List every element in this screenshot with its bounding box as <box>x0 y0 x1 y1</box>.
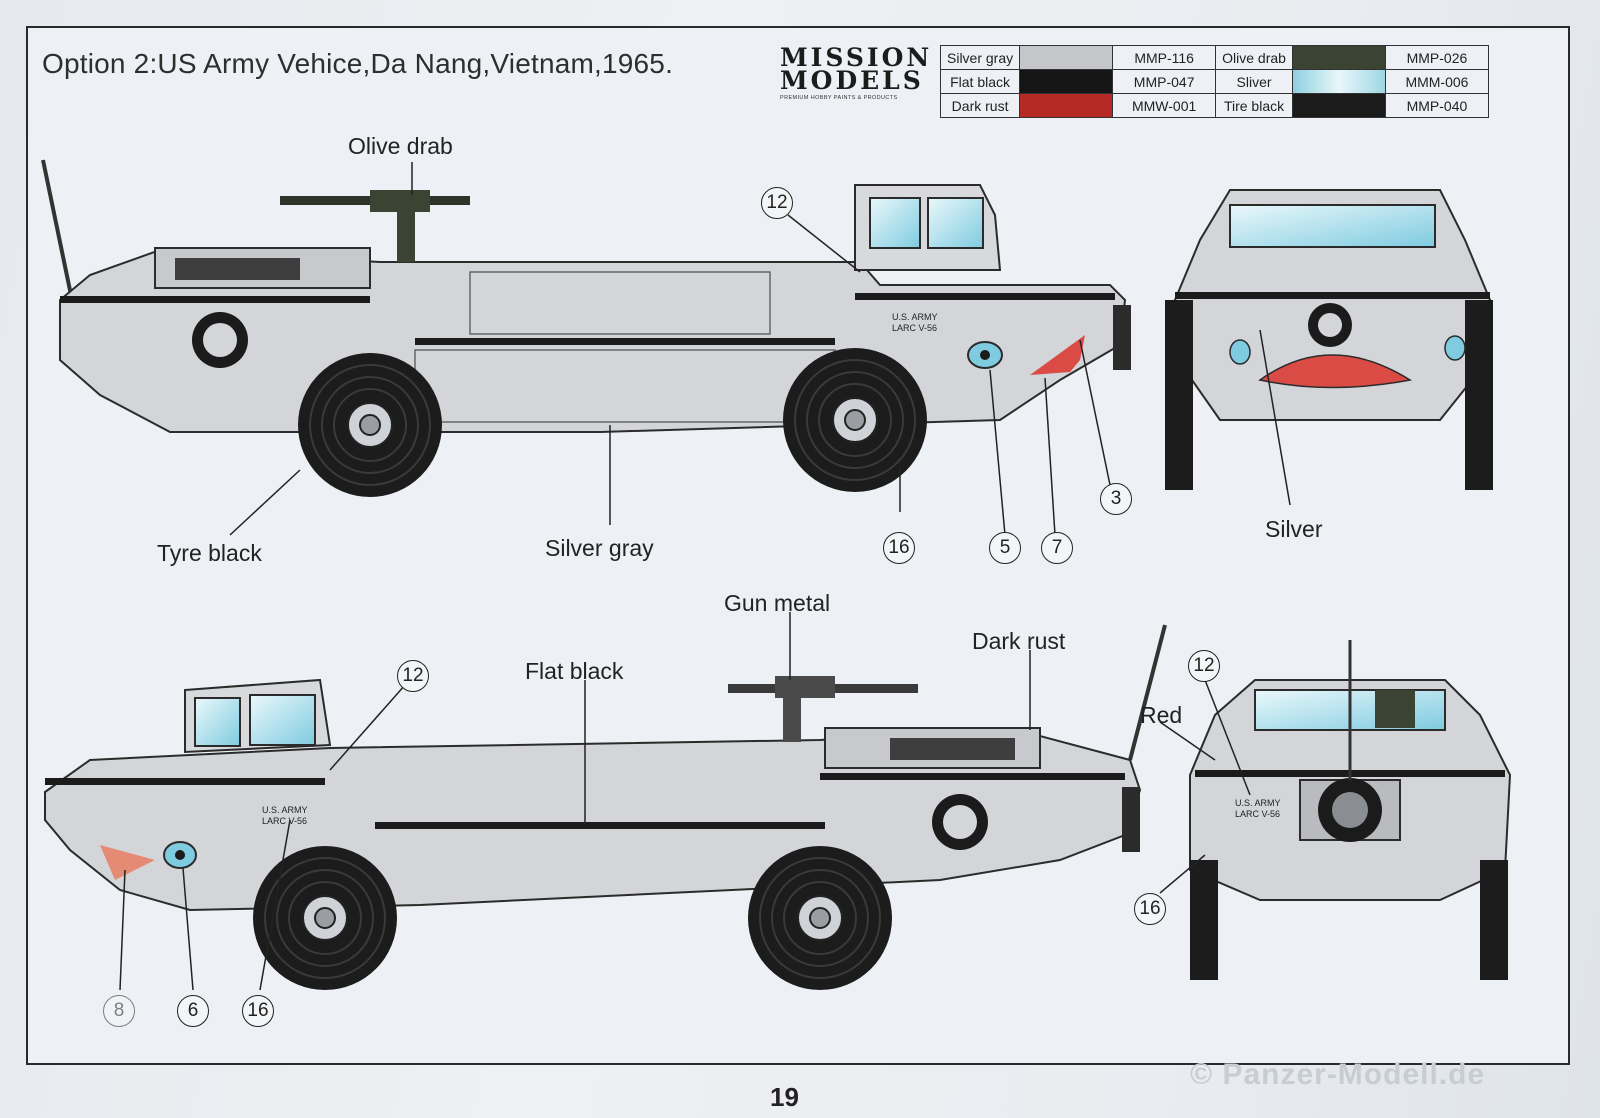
callout-dark-rust: Dark rust <box>972 628 1066 654</box>
hull-marking-rear: U.S. ARMY LARC V-56 <box>1235 798 1281 819</box>
paint-name: Tire black <box>1215 93 1293 118</box>
callout-tyre-black: Tyre black <box>157 540 262 566</box>
bottom-rear-view <box>1189 640 1512 980</box>
decal-number: 16 <box>1134 893 1166 925</box>
paint-row: Dark rust MMW-001 Tire black MMP-040 <box>939 93 1489 118</box>
paint-code: MMP-040 <box>1384 93 1489 118</box>
bottom-side-view <box>44 624 1167 991</box>
leader-lines <box>119 162 1291 991</box>
watermark: © Panzer-Modell.de <box>1190 1058 1486 1091</box>
page-number: 19 <box>770 1082 799 1112</box>
paint-swatch <box>1019 45 1114 70</box>
hull-marking-bottom: U.S. ARMY LARC V-56 <box>262 805 308 826</box>
decal-number: 12 <box>397 660 429 692</box>
callout-gun-metal: Gun metal <box>724 590 831 616</box>
paint-name: Silver gray <box>939 45 1021 70</box>
paint-swatch <box>1291 45 1386 70</box>
paint-swatch <box>1291 93 1386 118</box>
paint-name: Dark rust <box>939 93 1021 118</box>
decal-number: 7 <box>1041 532 1073 564</box>
paint-code: MMM-006 <box>1384 69 1489 94</box>
paint-swatch <box>1019 69 1114 94</box>
callout-flat-black: Flat black <box>525 658 624 684</box>
decal-number: 5 <box>989 532 1021 564</box>
paint-swatch <box>1019 93 1114 118</box>
top-side-view <box>41 159 1131 498</box>
paint-code: MMW-001 <box>1112 93 1217 118</box>
paint-code: MMP-026 <box>1384 45 1489 70</box>
decal-number: 3 <box>1100 483 1132 515</box>
page-title: Option 2:US Army Vehice,Da Nang,Vietnam,… <box>42 48 674 79</box>
decal-number: 12 <box>1188 650 1220 682</box>
paint-name: Sliver <box>1215 69 1293 94</box>
hull-marking-top: U.S. ARMY LARC V-56 <box>892 312 938 333</box>
paint-table: Silver gray MMP-116 Olive drab MMP-026 F… <box>939 45 1489 118</box>
decal-number: 8 <box>103 995 135 1027</box>
callout-red: Red <box>1140 702 1183 728</box>
decal-number: 6 <box>177 995 209 1027</box>
top-front-view <box>1165 189 1493 490</box>
callout-silver-gray: Silver gray <box>545 535 654 561</box>
mission-models-logo: MISSION MODELS PREMIUM HOBBY PAINTS & PR… <box>780 43 933 101</box>
paint-code: MMP-047 <box>1112 69 1217 94</box>
paint-row: Silver gray MMP-116 Olive drab MMP-026 <box>939 45 1489 70</box>
callout-silver: Silver <box>1265 516 1323 542</box>
decal-number: 16 <box>242 995 274 1027</box>
decal-number: 12 <box>761 187 793 219</box>
decal-number: 16 <box>883 532 915 564</box>
callout-olive-drab: Olive drab <box>348 133 453 159</box>
